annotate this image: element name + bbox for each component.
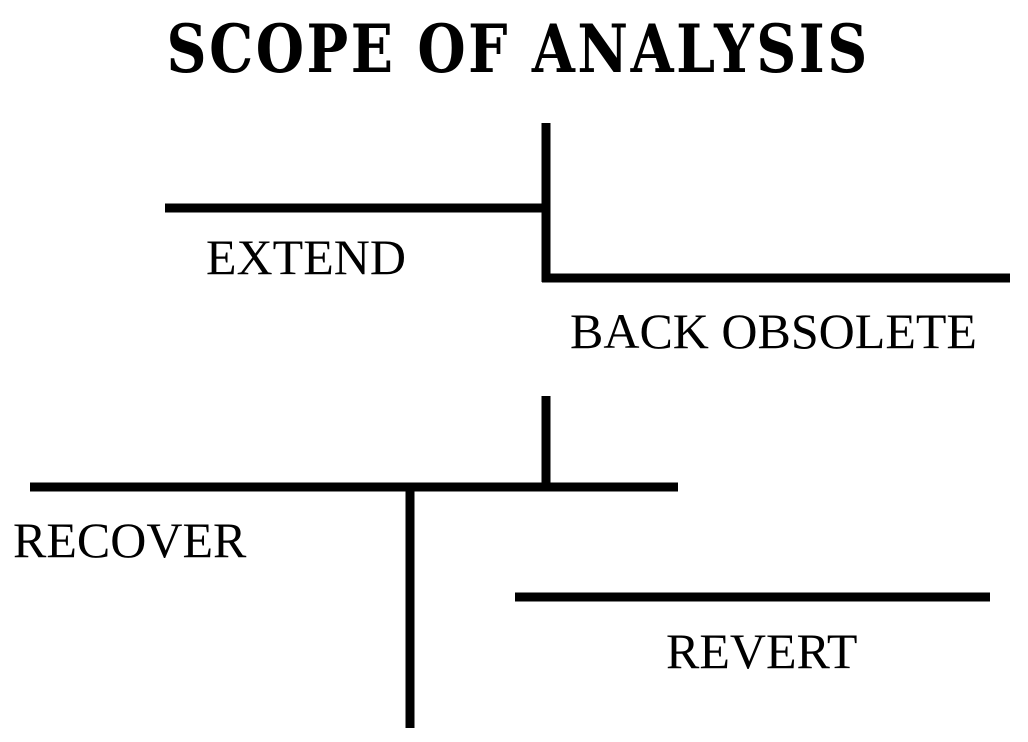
label-recover: RECOVER	[13, 512, 247, 568]
label-back-obsolete: BACK OBSOLETE	[570, 303, 977, 359]
page-title: SCOPE OF ANALYSIS	[166, 10, 870, 88]
label-revert: REVERT	[666, 623, 858, 679]
label-extend: EXTEND	[206, 229, 406, 285]
